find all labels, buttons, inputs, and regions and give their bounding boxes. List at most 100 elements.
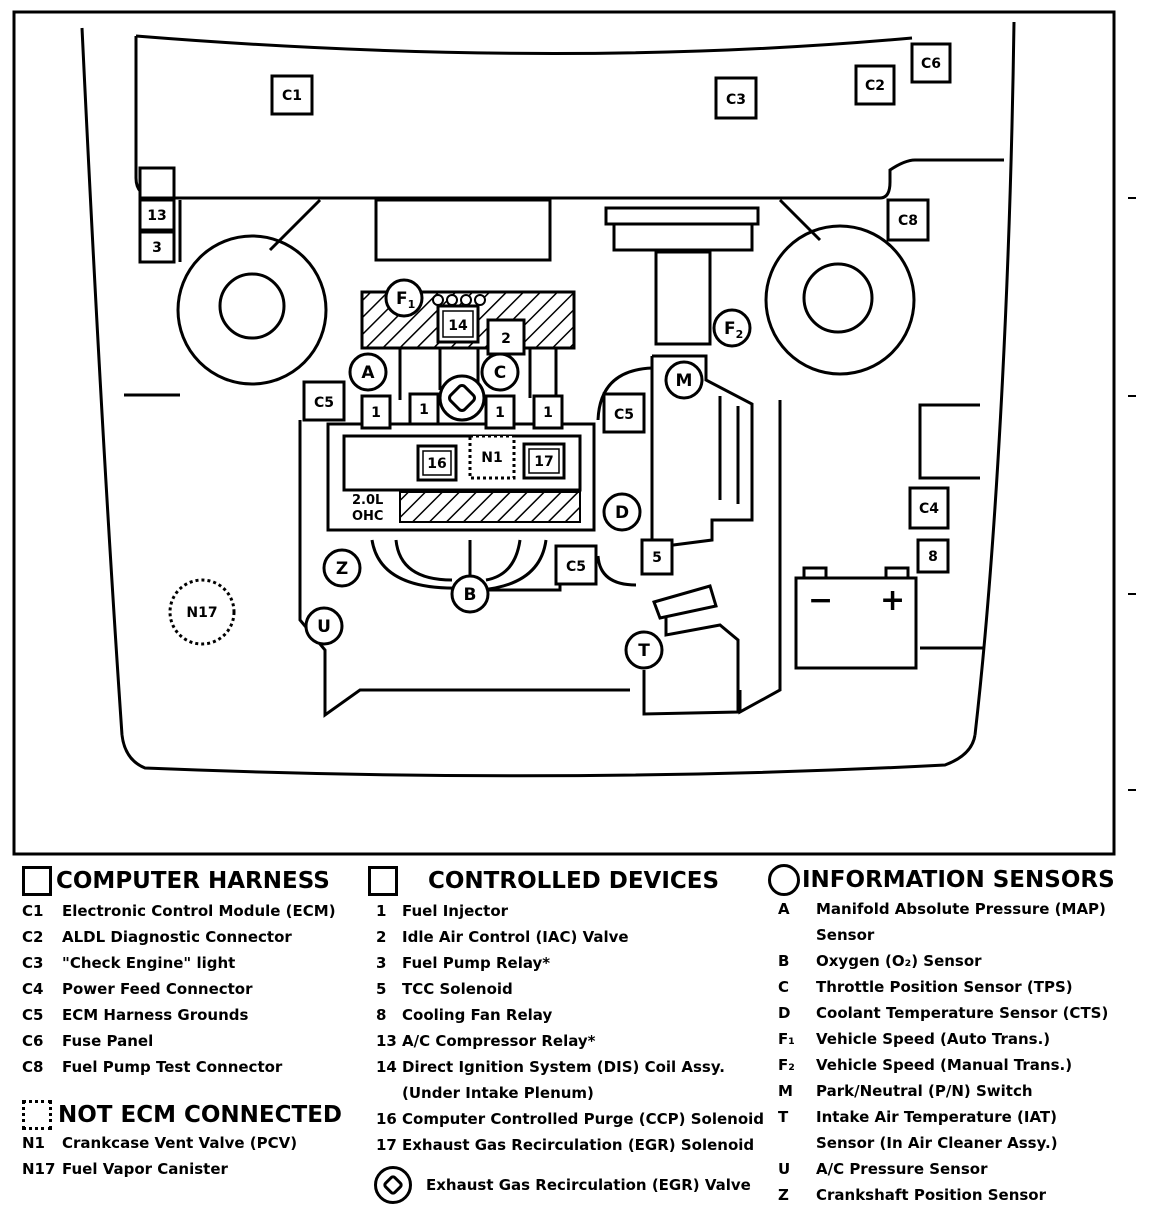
harness-item: C3 "Check Engine" light [22, 950, 362, 976]
legend-description: Fuel Pump Test Connector [62, 1058, 283, 1076]
legend-code [778, 1130, 816, 1156]
devices-heading: CONTROLLED DEVICES [368, 866, 768, 896]
egr-valve-desc: Exhaust Gas Recirculation (EGR) Valve [426, 1176, 751, 1194]
legend-code: N17 [22, 1160, 56, 1178]
f2-circle [712, 308, 752, 348]
legend-description: (Under Intake Plenum) [402, 1084, 594, 1102]
dotted-square-key-icon [22, 1100, 52, 1130]
c4-label: C4 [919, 501, 939, 517]
legend-code [376, 1080, 402, 1106]
legend-code: B [778, 952, 790, 970]
n17-circle [168, 578, 236, 646]
legend-description: Fuel Injector [402, 902, 509, 920]
sensor-item: Sensor [778, 922, 1138, 948]
device-item: 13 A/C Compressor Relay* [376, 1028, 768, 1054]
box-8 [916, 538, 950, 574]
a-label: A [361, 363, 375, 383]
c5-label-left: C5 [314, 395, 334, 411]
c2-label: C2 [865, 78, 885, 94]
legend-code: Z [778, 1186, 789, 1204]
n1-box [468, 434, 516, 480]
d-label: D [615, 503, 629, 523]
injector-label-2: 1 [419, 402, 429, 418]
legend-description: Fuse Panel [62, 1032, 154, 1050]
t-label: T [638, 641, 650, 661]
transaxle [596, 354, 754, 587]
legend-description: Computer Controlled Purge (CCP) Solenoid [402, 1110, 765, 1128]
c6-box [910, 42, 952, 84]
legend-description: A/C Pressure Sensor [816, 1160, 988, 1178]
legend-code: C1 [22, 902, 44, 920]
legend-code: 1 [376, 902, 387, 920]
legend-description: Fuel Vapor Canister [62, 1160, 228, 1178]
legend-description: ECM Harness Grounds [62, 1006, 249, 1024]
box-14-inner [442, 310, 474, 338]
legend-code: C3 [22, 954, 44, 972]
intake-duct [374, 198, 552, 262]
box-16-inner [422, 450, 452, 476]
box-5 [640, 538, 674, 576]
legend-description: Idle Air Control (IAC) Valve [402, 928, 629, 946]
legend-description: Park/Neutral (P/N) Switch [816, 1082, 1033, 1100]
legend-code: 8 [376, 1006, 387, 1024]
label-16: 16 [427, 456, 446, 472]
legend-description: Sensor (In Air Cleaner Assy.) [816, 1134, 1058, 1152]
legend-code: C2 [22, 928, 44, 946]
injector-label-4: 1 [543, 405, 553, 421]
legend-code: C [778, 978, 790, 996]
egr-valve-key: Exhaust Gas Recirculation (EGR) Valve [368, 1166, 768, 1204]
valve-cover [342, 434, 582, 492]
legend-code: 14 [376, 1058, 397, 1076]
exhaust-manifold [370, 539, 562, 592]
legend-code: F₂ [778, 1056, 795, 1074]
c5-label-bottom: C5 [566, 559, 586, 575]
c1-box [270, 74, 314, 116]
legend-description: Fuel Pump Relay* [402, 954, 551, 972]
c-circle [480, 352, 520, 392]
label-5: 5 [652, 550, 662, 566]
devices-title: CONTROLLED DEVICES [428, 868, 720, 894]
legend-description: Vehicle Speed (Auto Trans.) [816, 1030, 1051, 1048]
box-13 [138, 198, 176, 232]
b-circle [450, 574, 490, 614]
engine-hatch [399, 491, 581, 523]
legend-description: ALDL Diagnostic Connector [62, 928, 292, 946]
label-13: 13 [147, 208, 166, 224]
legend-code: N1 [22, 1134, 45, 1152]
f1-circle [384, 278, 424, 318]
device-item: (Under Intake Plenum) [376, 1080, 768, 1106]
legend-description: "Check Engine" light [62, 954, 236, 972]
legend-description: A/C Compressor Relay* [402, 1032, 596, 1050]
injector-box-3 [484, 394, 516, 430]
not-ecm-heading: NOT ECM CONNECTED [22, 1100, 362, 1130]
battery-negative-terminal: − [808, 583, 833, 618]
u-circle [304, 606, 344, 646]
legend-code [778, 922, 816, 948]
legend-code: 16 [376, 1110, 397, 1128]
z-label: Z [336, 559, 348, 579]
box-3 [138, 230, 176, 264]
legend-code: C4 [22, 980, 44, 998]
label-17: 17 [534, 454, 553, 470]
device-item: 1 Fuel Injector [376, 898, 768, 924]
legend-description: TCC Solenoid [402, 980, 513, 998]
legend-code: A [778, 900, 790, 918]
injector-label-3: 1 [495, 405, 505, 421]
legend-code: U [778, 1160, 791, 1178]
harness-title: COMPUTER HARNESS [56, 868, 330, 894]
legend-description: Sensor [816, 926, 875, 944]
legend-code: 13 [376, 1032, 397, 1050]
u-label: U [317, 617, 331, 637]
sensors-heading: INFORMATION SENSORS [768, 864, 1138, 896]
